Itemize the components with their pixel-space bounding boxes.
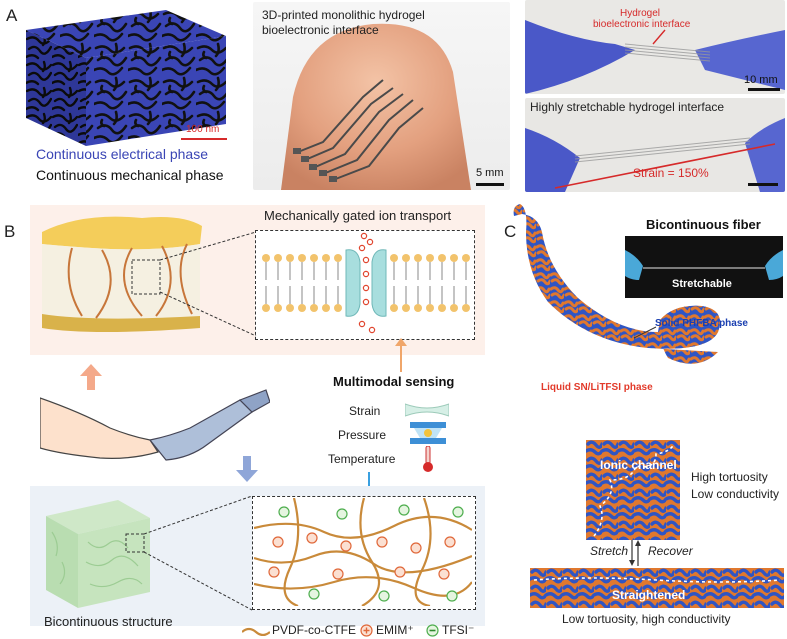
thermometer-icon (423, 446, 433, 472)
solid-phase-pointer (633, 326, 657, 339)
stretch-label: Stretch (590, 544, 629, 558)
stretch-photo-bottom (525, 98, 785, 192)
top-right-scale-bar (748, 88, 780, 91)
high-tortuosity-label: High tortuosity (691, 470, 768, 484)
panel-letter-c: C (504, 222, 517, 241)
legend-mechanical-phase: Continuous mechanical phase (36, 167, 224, 183)
liquid-phase-label: Liquid SN/LiTFSI phase (541, 382, 653, 393)
bicontinuous-structure-cube (46, 500, 150, 608)
membrane-illustration (262, 232, 470, 334)
finger-illustration (281, 23, 471, 190)
low-conductivity-label: Low conductivity (691, 487, 780, 501)
strain-icon (405, 403, 449, 417)
hand-robot-illustration (40, 389, 270, 461)
bicontinuous-fiber-illustration (513, 204, 720, 364)
sensing-item-pressure: Pressure (338, 428, 387, 442)
cube-front-face (26, 30, 86, 146)
pressure-icon (410, 422, 446, 444)
multimodal-sensing-title: Multimodal sensing (333, 374, 455, 389)
fiber-stretch-illustration (625, 250, 783, 280)
finger-caption-line2: bioelectronic interface (262, 23, 379, 37)
bottom-right-title: Highly stretchable hydrogel interface (530, 100, 725, 114)
hydrogel-block-top (42, 216, 202, 332)
bottom-right-scale-bar (748, 183, 778, 186)
bicontinuous-cube (26, 10, 226, 146)
panel-letter-b: B (4, 222, 16, 241)
arrow-up-icon (80, 364, 102, 390)
inset-connector-lines-top (160, 231, 257, 337)
arrow-up-orange (395, 338, 407, 372)
legend-cation-label: EMIM⁺ (376, 623, 414, 637)
fiber-title: Bicontinuous fiber (646, 217, 761, 232)
stretched-interface-illustration (525, 118, 785, 192)
reversible-arrows-icon (629, 540, 641, 566)
straightened-block (530, 568, 784, 608)
strain-label: Strain = 150% (633, 166, 709, 180)
legend-electrical-phase: Continuous electrical phase (36, 146, 208, 162)
top-right-label-line1: Hydrogel (620, 8, 661, 19)
finger-scale-bar (476, 183, 504, 186)
scale-bar-100nm (181, 138, 227, 140)
stretch-photo-top (525, 0, 785, 94)
glove-hands-illustration (525, 20, 785, 94)
finger-scale-label: 5 mm (476, 167, 504, 179)
top-right-scale-label: 10 mm (744, 74, 778, 86)
finger-photo (253, 2, 510, 190)
recover-label: Recover (648, 544, 693, 558)
sensing-item-strain: Strain (349, 404, 381, 418)
arrow-down-icon (236, 456, 258, 482)
cube-right-face (86, 36, 226, 146)
ion-transport-title: Mechanically gated ion transport (264, 208, 452, 223)
sensing-item-temperature: Temperature (328, 452, 396, 466)
polymer-network-illustration (254, 498, 472, 606)
cube-top-face (26, 10, 226, 58)
scale-label-100nm: 100 nm (186, 124, 220, 135)
inset-connector-lines-bottom (144, 495, 253, 611)
fiber-photo (625, 236, 783, 298)
panel-letter-a: A (6, 6, 18, 25)
legend-polymer-label: PVDF-co-CTFE (272, 623, 356, 637)
bottom-caption: Low tortuosity, high conductivity (562, 612, 731, 626)
bicontinuous-structure-label: Bicontinuous structure (44, 614, 173, 629)
legend-anion-label: TFSI⁻ (442, 623, 475, 637)
ionic-channel-label: Ionic channel (600, 458, 677, 472)
stretchable-label: Stretchable (672, 278, 732, 290)
straightened-label: Straightened (612, 588, 686, 602)
polymer-network-inset (252, 496, 476, 610)
legend-anion-icon (426, 624, 439, 637)
tortuous-block (586, 440, 680, 540)
finger-caption-line1: 3D-printed monolithic hydrogel (262, 8, 425, 22)
solid-phase-label: Solid PHFBA phase (655, 318, 748, 329)
legend-polymer-swatch (242, 627, 270, 636)
top-right-label-line2: bioelectronic interface (593, 19, 691, 30)
legend-cation-icon (360, 624, 373, 637)
